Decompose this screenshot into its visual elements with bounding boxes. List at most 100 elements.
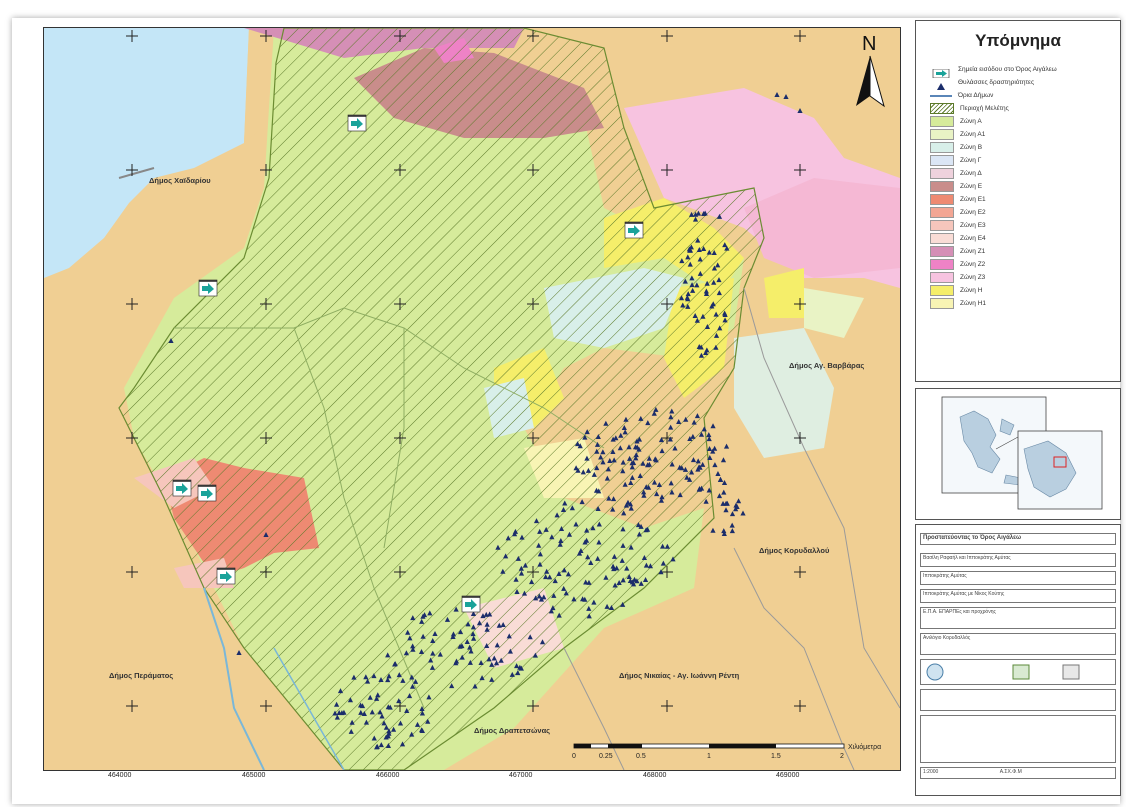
activity-point	[364, 678, 371, 684]
entry-point-icon	[624, 221, 644, 239]
activity-point	[701, 210, 707, 216]
activity-point	[677, 492, 683, 498]
activity-point	[571, 596, 577, 602]
activity-point	[698, 431, 705, 437]
activity-point	[583, 579, 589, 585]
activity-point	[486, 656, 492, 662]
legend-swatch	[930, 298, 954, 309]
activity-point	[628, 544, 634, 550]
activity-point	[643, 562, 649, 568]
activity-point	[611, 553, 618, 559]
activity-point	[453, 660, 459, 666]
water-line-2	[273, 647, 345, 770]
north-arrow-icon: N	[856, 33, 885, 108]
sheet-code: Α.ΣΧ.Φ.Μ	[999, 769, 1022, 775]
activity-point	[689, 275, 695, 281]
activity-point	[410, 646, 416, 652]
activity-point	[566, 531, 573, 537]
activity-point	[484, 626, 490, 632]
legend-panel: Υπόμνημα Σημεία εισόδου στο Όρος Αιγάλεω…	[915, 20, 1121, 382]
legend-label: Ζώνη Ζ2	[960, 261, 986, 268]
activity-point	[334, 701, 340, 707]
activity-point	[715, 470, 721, 476]
activity-point	[641, 555, 648, 561]
activity-point	[367, 694, 373, 700]
activity-point	[500, 568, 506, 574]
legend-swatch	[930, 116, 954, 127]
activity-point	[669, 408, 675, 414]
activity-point	[513, 576, 519, 582]
grid-cross	[527, 30, 539, 42]
activity-point	[515, 555, 521, 561]
legend-swatch	[930, 65, 952, 79]
activity-point	[386, 728, 392, 734]
activity-point	[610, 506, 616, 512]
activity-point	[337, 688, 344, 694]
activity-point	[596, 488, 602, 494]
activity-point	[620, 601, 626, 607]
activity-point	[450, 631, 457, 637]
activity-point	[594, 441, 601, 447]
title-block-row3: Ιπποκράτης Αμύτας με Νίκος Κούτης	[920, 589, 1116, 603]
activity-point	[642, 577, 649, 583]
grid-cross	[260, 432, 272, 444]
activity-point	[710, 423, 716, 429]
scale-row: 1:2000 Α.ΣΧ.Φ.Μ	[920, 767, 1116, 779]
legend-label: Ζώνη Ε	[960, 183, 983, 190]
activity-point	[700, 461, 706, 467]
activity-point	[690, 287, 696, 293]
activity-point	[374, 695, 380, 701]
activity-point	[640, 460, 646, 466]
activity-point	[543, 526, 549, 532]
scale-value: 1:2000	[923, 769, 939, 775]
activity-point	[644, 462, 651, 468]
legend-item: Ζώνη Γ	[930, 154, 1120, 167]
activity-point	[392, 661, 398, 667]
activity-point	[576, 550, 583, 556]
grid-cross	[527, 700, 539, 712]
grid-cross	[661, 164, 673, 176]
activity-point	[536, 542, 542, 548]
legend-label: Ζώνη Δ	[960, 170, 982, 177]
legend-swatch	[930, 78, 952, 90]
activity-point	[703, 498, 709, 504]
activity-point	[620, 542, 626, 548]
grid-cross	[527, 164, 539, 176]
activity-point	[420, 633, 426, 639]
activity-point	[620, 577, 626, 583]
legend-item: Ζώνη Β	[930, 141, 1120, 154]
activity-point	[698, 344, 704, 350]
activity-point	[712, 462, 718, 468]
activity-point	[588, 560, 594, 566]
activity-point	[704, 323, 711, 329]
activity-point	[369, 709, 375, 715]
activity-point	[348, 728, 354, 734]
activity-point	[551, 592, 557, 598]
activity-point	[704, 280, 710, 286]
activity-point	[633, 452, 639, 458]
activity-point	[557, 541, 563, 547]
activity-point	[668, 414, 674, 420]
coord-x-1: 465000	[242, 772, 266, 779]
activity-point	[621, 510, 627, 516]
activity-point	[537, 528, 543, 534]
activity-point	[449, 683, 455, 689]
activity-point	[706, 249, 712, 255]
legend-label: Ζώνη Ε4	[960, 235, 986, 242]
label-perama: Δήμος Περάματος	[109, 671, 173, 680]
scale-tick-4: 1.5	[771, 753, 781, 760]
activity-point	[669, 461, 675, 467]
grid-cross	[126, 432, 138, 444]
activity-point	[645, 420, 651, 426]
activity-point	[549, 534, 555, 540]
legend-swatch	[930, 246, 954, 257]
activity-point	[168, 338, 174, 343]
activity-point	[710, 448, 716, 454]
map-canvas: Δήμος Χαϊδαρίου Δήμος Αγ. Βαρβάρας Δήμος…	[44, 28, 900, 770]
activity-point	[627, 455, 633, 461]
activity-point	[701, 426, 707, 432]
legend-swatch	[930, 220, 954, 231]
activity-point	[626, 444, 632, 450]
activity-point	[584, 527, 590, 533]
activity-point	[715, 262, 721, 268]
